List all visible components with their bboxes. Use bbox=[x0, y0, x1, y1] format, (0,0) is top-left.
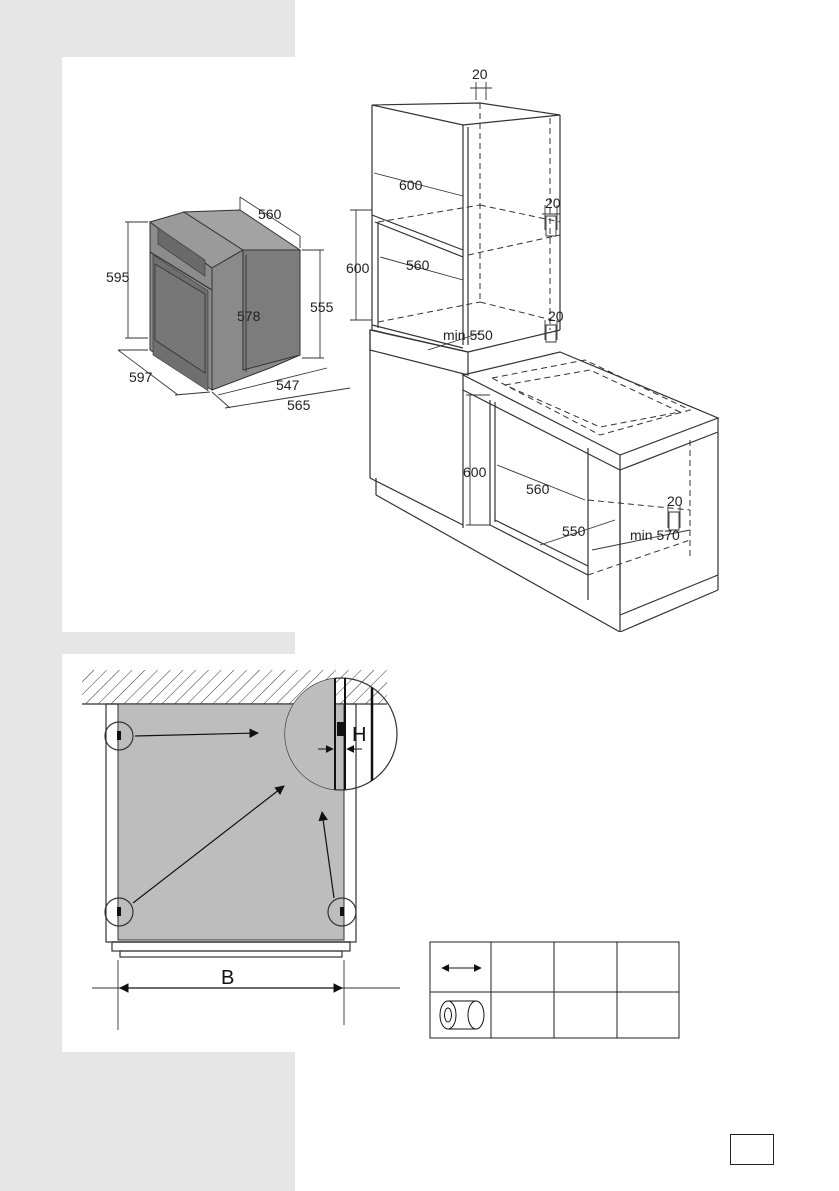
under-min-depth-label: min 570 bbox=[630, 527, 680, 543]
direction-arrows bbox=[132, 728, 335, 904]
spacer-table bbox=[429, 941, 680, 1039]
oven-width-front-label: 597 bbox=[129, 369, 153, 385]
under-side-clearance-label: 20 bbox=[667, 493, 683, 509]
gap-label: H bbox=[352, 724, 366, 746]
lower-side-clearance-label: 20 bbox=[548, 308, 564, 324]
oven-dimension-lines bbox=[117, 196, 351, 409]
cabinet-dimension-lines bbox=[350, 82, 691, 551]
oven-depth-top-label: 560 bbox=[258, 206, 282, 222]
margin-strip-left-bottom bbox=[0, 654, 62, 1052]
spacer-roll-icon bbox=[439, 1000, 485, 1030]
oven-drawing bbox=[148, 209, 302, 392]
top-clearance-label: 20 bbox=[472, 66, 488, 82]
upper-side-clearance-label: 20 bbox=[545, 195, 561, 211]
under-width-label: 560 bbox=[526, 481, 550, 497]
base-cabinet-drawing bbox=[369, 329, 720, 632]
margin-strip-bottom bbox=[0, 1052, 295, 1191]
fixing-points bbox=[104, 721, 357, 927]
under-height-label: 600 bbox=[463, 464, 487, 480]
tall-cabinet-drawing bbox=[371, 102, 561, 353]
upper-width-label: 600 bbox=[399, 177, 423, 193]
oven-height-body-label: 578 bbox=[237, 308, 261, 324]
column-width-label: 560 bbox=[406, 257, 430, 273]
margin-strip-left-top bbox=[0, 57, 62, 632]
width-label: B bbox=[221, 967, 234, 989]
oven-height-side-label: 555 bbox=[310, 299, 334, 315]
width-dimension bbox=[92, 960, 400, 1030]
mounting-diagram: H B bbox=[82, 670, 680, 1039]
under-depth-label: 550 bbox=[562, 523, 586, 539]
oven-height-front-label: 595 bbox=[106, 269, 130, 285]
column-depth-label: min 550 bbox=[443, 327, 493, 343]
margin-strip-middle bbox=[0, 632, 295, 654]
oven-depth-total-label: 565 bbox=[287, 397, 311, 413]
margin-strip-top bbox=[0, 0, 295, 57]
installation-dimensions-figure: 560 595 578 555 597 547 565 bbox=[106, 66, 720, 632]
oven-depth-body-label: 547 bbox=[276, 377, 300, 393]
column-height-label: 600 bbox=[346, 260, 370, 276]
page-number-box bbox=[730, 1134, 774, 1165]
wall-hatching bbox=[82, 670, 387, 704]
